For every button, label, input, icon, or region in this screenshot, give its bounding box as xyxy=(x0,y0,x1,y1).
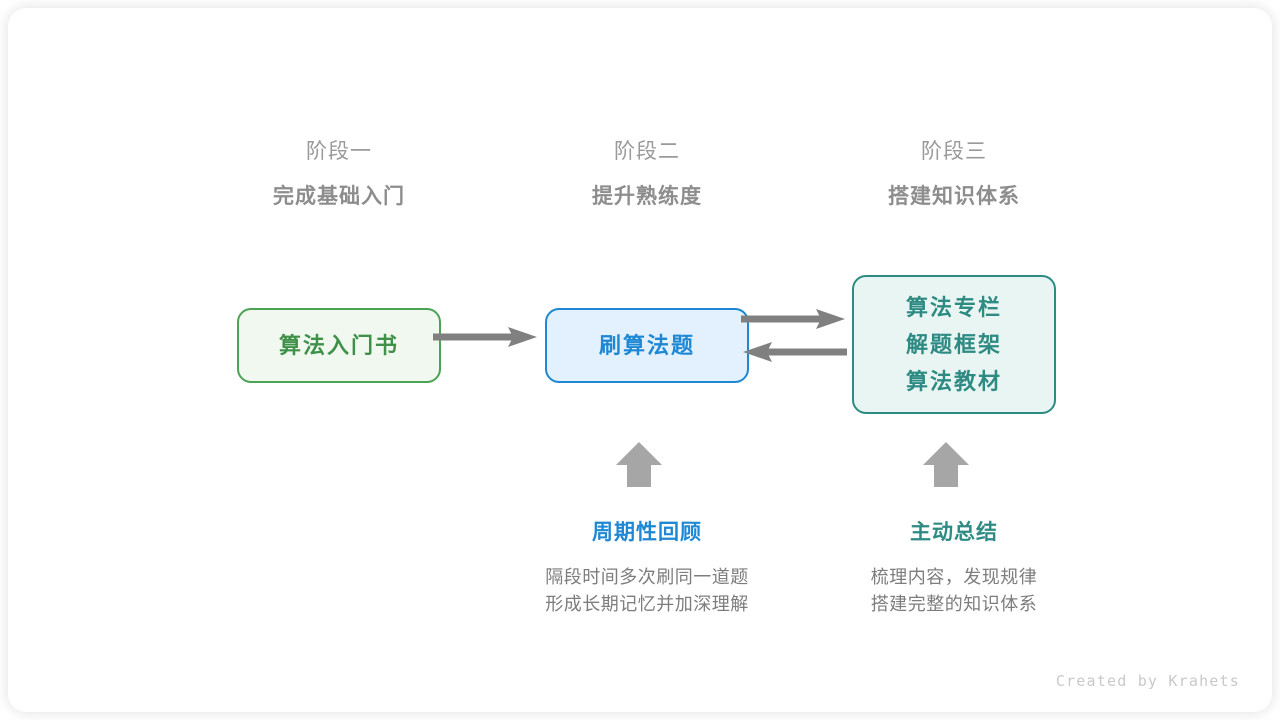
node-practice-problems[interactable]: 刷算法题 xyxy=(545,308,749,383)
node-label: 算法教材 xyxy=(905,369,1002,394)
annotation-active-summary: 主动总结 梳理内容，发现规律 搭建完整的知识体系 xyxy=(804,518,1104,618)
arrow-book-to-practice xyxy=(433,327,537,347)
node-knowledge-resources[interactable]: 算法专栏 解题框架 算法教材 xyxy=(852,275,1056,414)
stage-header-3: 阶段三 搭建知识体系 xyxy=(824,138,1084,212)
annotation-title: 主动总结 xyxy=(910,521,998,544)
annotation-body-line: 隔段时间多次刷同一道题 xyxy=(545,567,749,587)
stage-title-3: 搭建知识体系 xyxy=(888,185,1020,208)
credit-text: Created by Krahets xyxy=(1055,672,1240,690)
arrow-summary-up xyxy=(923,442,969,487)
annotation-title: 周期性回顾 xyxy=(592,521,702,544)
stage-label-2: 阶段二 xyxy=(614,140,680,163)
node-label: 刷算法题 xyxy=(598,333,695,358)
annotation-periodic-review: 周期性回顾 隔段时间多次刷同一道题 形成长期记忆并加深理解 xyxy=(497,518,797,618)
diagram-card: 阶段一 完成基础入门 阶段二 提升熟练度 阶段三 搭建知识体系 算法入门书 刷算… xyxy=(8,8,1272,712)
stage-header-1: 阶段一 完成基础入门 xyxy=(209,138,469,212)
node-label: 解题框架 xyxy=(905,332,1002,357)
annotation-body-line: 形成长期记忆并加深理解 xyxy=(545,594,749,614)
stage-label-3: 阶段三 xyxy=(921,140,987,163)
annotation-body: 梳理内容，发现规律 搭建完整的知识体系 xyxy=(804,564,1104,618)
annotation-body-line: 搭建完整的知识体系 xyxy=(870,594,1038,614)
annotation-body: 隔段时间多次刷同一道题 形成长期记忆并加深理解 xyxy=(497,564,797,618)
node-label: 算法入门书 xyxy=(278,333,399,358)
node-algorithm-intro-book[interactable]: 算法入门书 xyxy=(237,308,441,383)
annotation-body-line: 梳理内容，发现规律 xyxy=(870,567,1038,587)
arrow-resources-to-practice xyxy=(743,342,847,362)
stage-title-2: 提升熟练度 xyxy=(592,185,702,208)
stage-label-1: 阶段一 xyxy=(306,140,372,163)
arrow-review-up xyxy=(616,442,662,487)
arrow-practice-to-resources xyxy=(741,309,845,329)
node-label: 算法专栏 xyxy=(905,295,1002,320)
stage-title-1: 完成基础入门 xyxy=(273,185,405,208)
stage-header-2: 阶段二 提升熟练度 xyxy=(517,138,777,212)
